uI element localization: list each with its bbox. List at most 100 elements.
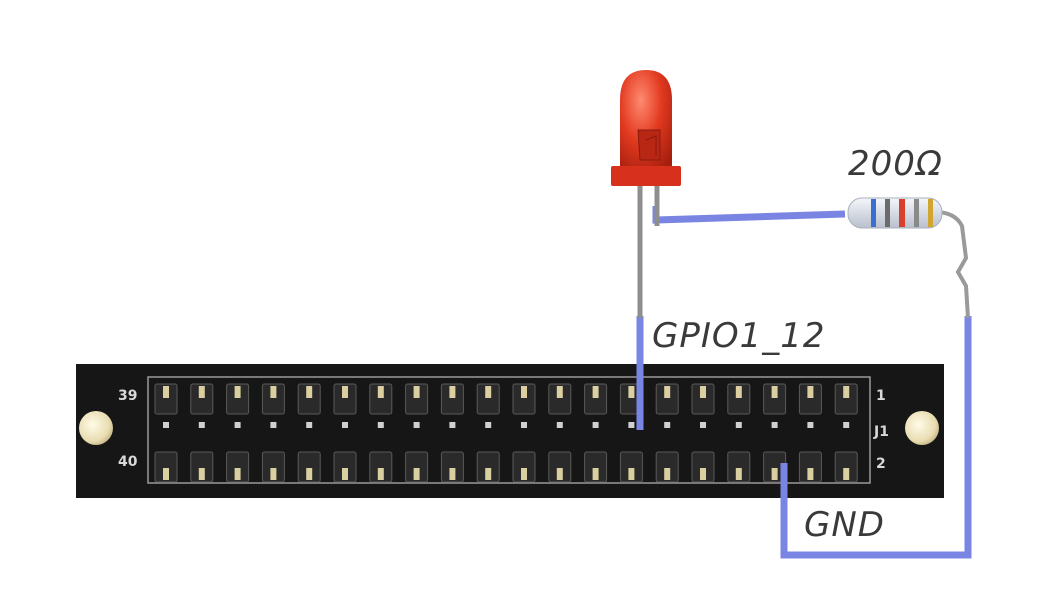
led-die [637,129,661,161]
header-pin-housing [512,383,536,415]
header-pin [163,386,169,398]
header-pin [449,468,456,480]
resistor-band-1 [871,199,876,227]
header-pin-housing [476,383,500,415]
header-pin-marker [449,422,456,428]
header-pin-marker [700,422,706,428]
header-pin-housing [548,383,572,415]
header-pin-marker [377,422,384,428]
resistor-band-4 [914,199,919,227]
wire-led-to-resistor [652,206,846,224]
led [611,70,681,318]
resistor-value-label: 200Ω [848,144,943,184]
header-pin-housing [405,383,429,415]
header-pin-marker [628,422,635,428]
header-pin [342,468,348,480]
header-pin-marker [198,422,205,428]
header-pin-housing [834,383,858,415]
header-pin [628,468,635,480]
header-pin-housing [333,383,357,415]
header-pin [771,468,778,480]
header-pin-housing [655,451,679,483]
header-pin-marker [521,422,527,428]
header-pin [771,386,778,398]
mounting-hole-left [79,411,113,445]
header-pin-marker [843,422,850,428]
header-pin-housing [798,451,822,483]
header-pin [556,386,563,398]
resistor-band-5 [928,199,933,227]
resistor-band-2 [885,199,890,227]
header-pin-marker [664,422,671,428]
header-pin-housing [154,451,178,483]
connector-ref-label: J1 [873,424,889,440]
header-pin-marker [163,422,169,428]
header-pin-housing [226,451,250,483]
header-pin [521,386,527,398]
header-pin-marker [270,422,277,428]
header-pin [377,468,384,480]
header-pin-housing [727,383,751,415]
header-pin-housing [369,451,393,483]
header-pin [556,468,563,480]
header-pin [735,468,742,480]
header-pin-marker [342,422,348,428]
header-pin-housing [476,451,500,483]
header-pin-marker [807,422,814,428]
resistor-band-3 [899,199,905,227]
header-pin-housing [691,383,715,415]
header-pin-housing [727,451,751,483]
header-pin [413,468,420,480]
header-pin [449,386,456,398]
gnd-pin-label: GND [804,505,885,545]
header-pin-housing [763,383,787,415]
resistor-lead [934,210,970,319]
header-pin [843,468,850,480]
header-pin-housing [261,451,285,483]
header-outline [147,376,871,484]
header-pin [735,386,742,398]
header-pins [154,383,858,483]
header-pin-marker [234,422,241,428]
resistor-body [847,197,943,229]
header-pin [521,468,527,480]
header-pin [628,386,635,398]
header-pin-housing [405,451,429,483]
header-pin [664,468,671,480]
header-pin [664,386,671,398]
header-pin-marker [556,422,563,428]
header-pin-housing [190,451,214,483]
header-pin-housing [440,451,464,483]
header-pin-housing [226,383,250,415]
header-pin [342,386,348,398]
header-pin [377,386,384,398]
header-pin [270,386,277,398]
header-pin-housing [548,451,572,483]
header-pin-housing [655,383,679,415]
mounting-hole-right [905,411,939,445]
header-pin [163,468,169,480]
header-pin-marker [771,422,778,428]
header-pin-housing [369,383,393,415]
header-pin-marker [485,422,492,428]
header-pin [306,468,313,480]
header-pin-marker [413,422,420,428]
header-pin [700,386,706,398]
header-pin [413,386,420,398]
header-pin-housing [512,451,536,483]
pin-40-label: 40 [118,454,138,470]
header-pin [270,468,277,480]
resistor [847,197,970,319]
header-pin-housing [834,451,858,483]
header-pin-housing [297,451,321,483]
header-pin [807,468,814,480]
header-pin-marker [735,422,742,428]
header-pin [485,468,492,480]
header-pin [234,386,241,398]
header-pin-housing [190,383,214,415]
led-flange [611,166,681,186]
gpio-pin-label: GPIO1_12 [652,316,826,356]
header-pin-housing [584,383,608,415]
header-pin [592,468,599,480]
